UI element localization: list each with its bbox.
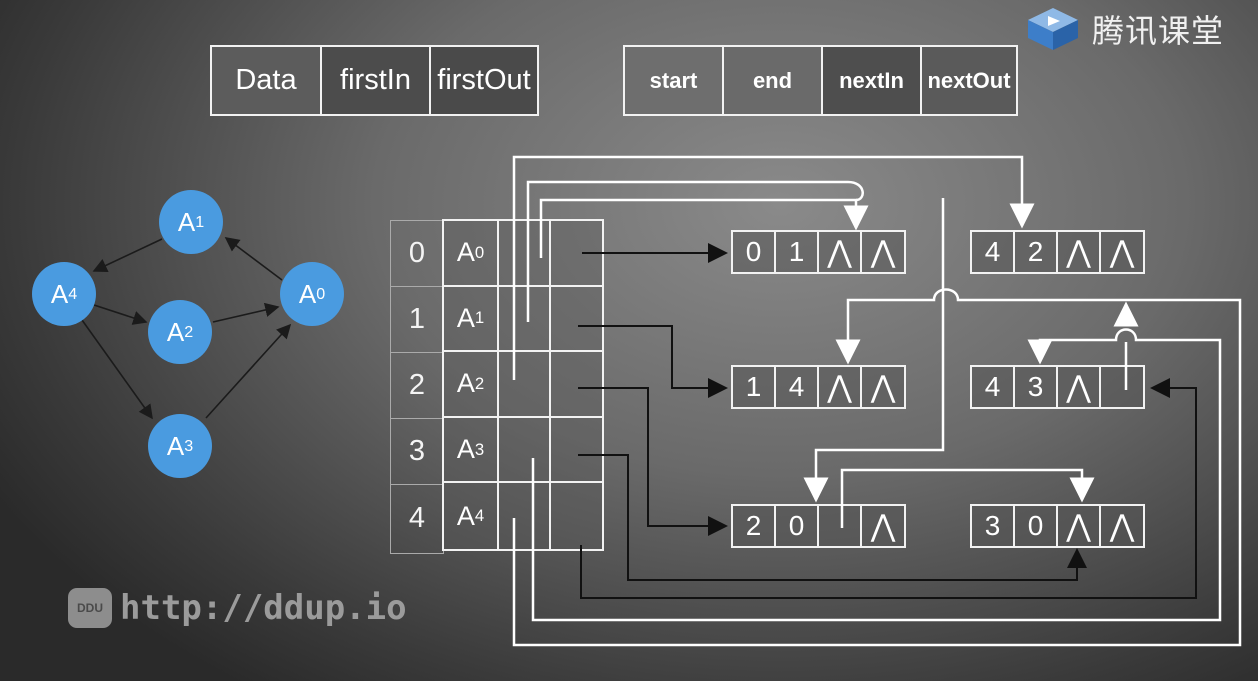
firstin-a0 <box>539 198 869 258</box>
edge-a2-a0 <box>212 302 280 323</box>
index-cell: 0 <box>391 221 443 287</box>
edge-a1-a4 <box>92 238 163 273</box>
edge-start: 4 <box>972 232 1015 272</box>
field-firstin: firstIn <box>322 47 431 114</box>
field-end: end <box>724 47 823 114</box>
field-nextin: nextIn <box>823 47 922 114</box>
edge-start: 0 <box>733 232 776 272</box>
edge-end: 3 <box>1015 367 1058 407</box>
firstin-pointer <box>499 221 551 285</box>
edge-node-structure: start end nextIn nextOut <box>623 45 1018 116</box>
firstout-a1 <box>578 325 728 398</box>
firstout-a4 <box>580 378 1197 599</box>
index-cell: 3 <box>391 419 443 485</box>
edge-node-0-1: 0 1 ⋀ ⋀ <box>731 230 906 274</box>
firstout-a3 <box>578 454 1087 581</box>
edge-start: 2 <box>733 506 776 546</box>
edge-nextout: ⋀ <box>1109 509 1135 543</box>
edge-nextout: ⋀ <box>870 509 896 543</box>
edge-a0-a1 <box>224 237 283 281</box>
edge-nextin <box>819 506 862 546</box>
nextin-2-0 <box>840 468 1095 528</box>
logo-text: 腾讯课堂 <box>1092 13 1225 49</box>
field-data: Data <box>212 47 322 114</box>
edge-nextin: ⋀ <box>819 232 862 272</box>
edge-nextin: ⋀ <box>1058 232 1101 272</box>
edge-nextin: ⋀ <box>1058 506 1101 546</box>
edge-nextout: ⋀ <box>870 235 896 269</box>
edge-start: 1 <box>733 367 776 407</box>
vertex-node-structure: Data firstIn firstOut <box>210 45 539 116</box>
edge-a4-a2 <box>93 304 148 325</box>
tencent-classroom-play-icon <box>1028 8 1078 50</box>
nextin-a0-chain <box>803 198 945 503</box>
index-cell: 4 <box>408 501 426 534</box>
edge-end: 1 <box>776 232 819 272</box>
firstin-pointer <box>499 417 551 482</box>
firstin-pointer <box>499 483 551 549</box>
firstin-a4 <box>512 288 1242 647</box>
edge-end: 0 <box>776 506 819 546</box>
firstin-a1 <box>526 180 864 322</box>
edge-start: 3 <box>972 506 1015 546</box>
edge-a4-a3 <box>81 319 153 420</box>
field-start: start <box>625 47 724 114</box>
index-column: 0 1 2 3 4 <box>390 220 444 554</box>
edge-nextout: ⋀ <box>1109 235 1135 269</box>
graph-edges <box>81 237 292 420</box>
ddup-watermark: DDU http://ddup.io <box>68 588 407 628</box>
edge-a3-a0 <box>205 323 292 419</box>
edge-node-2-0: 2 0 ⋀ <box>731 504 906 548</box>
firstin-a3 <box>531 328 1222 622</box>
ddu-badge: DDU <box>68 588 112 628</box>
edge-node-3-0: 3 0 ⋀ ⋀ <box>970 504 1145 548</box>
watermark-url: http://ddup.io <box>120 588 407 628</box>
edge-nextin: ⋀ <box>819 367 862 407</box>
edge-end: 2 <box>1015 232 1058 272</box>
edge-node-4-3: 4 3 ⋀ <box>970 365 1145 409</box>
firstin-pointer <box>499 352 551 416</box>
index-cell: 1 <box>391 287 443 353</box>
edge-nextin: ⋀ <box>1058 367 1101 407</box>
edge-nextout: ⋀ <box>870 370 896 404</box>
field-firstout: firstOut <box>431 47 537 114</box>
firstin-pointer <box>499 286 551 351</box>
index-cell: 2 <box>391 353 443 419</box>
edge-end: 4 <box>776 367 819 407</box>
tencent-classroom-logo: 腾讯课堂 <box>1024 6 1224 52</box>
field-nextout: nextOut <box>922 47 1016 114</box>
edge-node-1-4: 1 4 ⋀ ⋀ <box>731 365 906 409</box>
firstin-a2 <box>512 155 1035 380</box>
edge-node-4-2: 4 2 ⋀ ⋀ <box>970 230 1145 274</box>
edge-end: 0 <box>1015 506 1058 546</box>
firstout-a2 <box>578 387 728 536</box>
edge-start: 4 <box>972 367 1015 407</box>
